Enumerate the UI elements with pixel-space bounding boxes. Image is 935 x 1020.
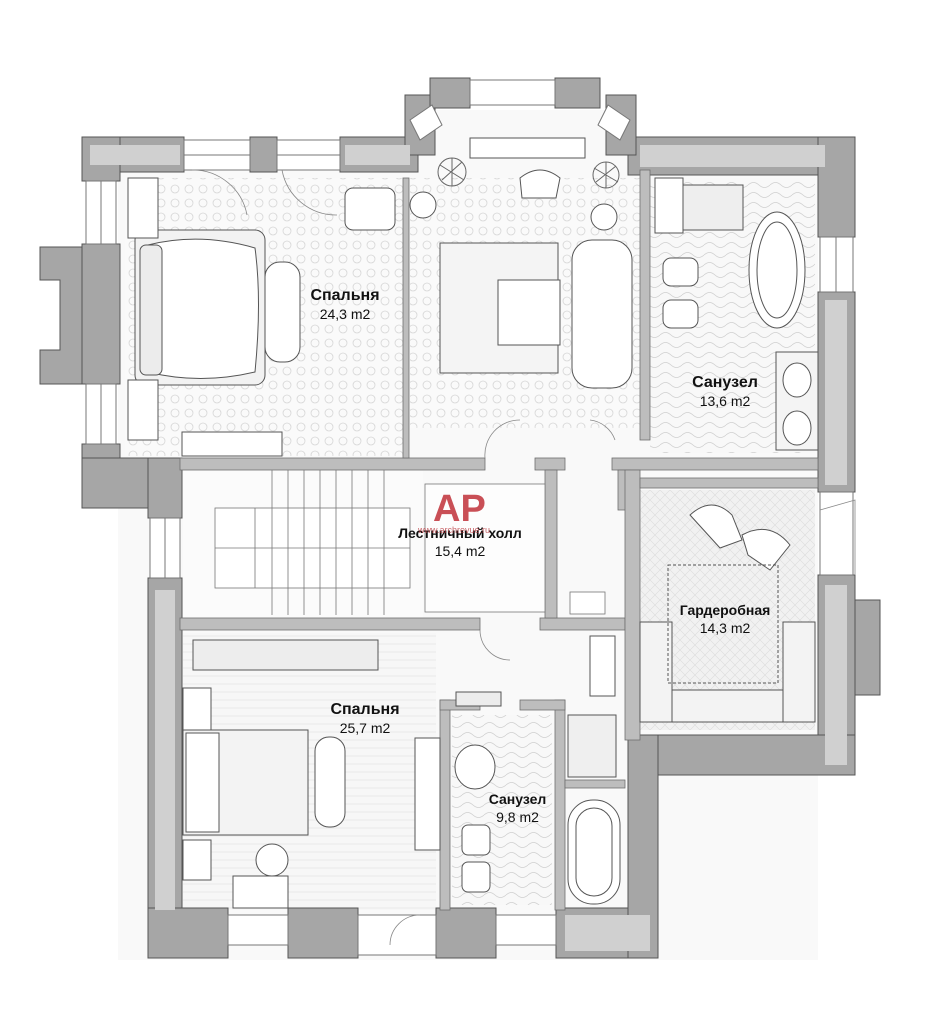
room-area: 25,7 m2	[339, 720, 391, 736]
plant-decor	[437, 157, 620, 189]
room-label-bathroom-1: Санузел 13,6 m2	[670, 373, 780, 411]
room-name: Санузел	[692, 374, 758, 391]
room-label-wardrobe: Гардеробная 14,3 m2	[660, 602, 790, 637]
room-name: Санузел	[488, 791, 547, 807]
room-area: 15,4 m2	[434, 542, 486, 559]
room-area: 14,3 m2	[699, 619, 751, 636]
room-name: Лестничный холл	[398, 525, 522, 541]
room-label-bathroom-2: Санузел 9,8 m2	[470, 791, 565, 826]
room-area: 13,6 m2	[699, 393, 751, 409]
room-name: Спальня	[330, 701, 400, 718]
windows	[85, 79, 854, 956]
room-label-bedroom-1: Спальня 24,3 m2	[290, 286, 400, 324]
ap-logo: AP	[433, 488, 486, 527]
wall-inner-tint	[90, 145, 847, 951]
living-furniture	[409, 137, 633, 389]
watermark-url: www.archrevue.ru	[418, 525, 491, 535]
bedroom-1-furniture	[127, 177, 396, 457]
room-area: 24,3 m2	[319, 306, 371, 322]
room-name: Спальня	[310, 287, 380, 304]
wardrobe-furniture	[639, 504, 816, 723]
bathroom-1-fixtures	[654, 177, 819, 451]
room-name: Гардеробная	[679, 602, 771, 618]
bathroom-2-fixtures	[454, 691, 621, 905]
room-area: 9,8 m2	[496, 808, 539, 825]
room-label-stair-hall: Лестничный холл 15,4 m2	[375, 525, 545, 560]
logo-text: AP	[433, 488, 486, 527]
bedroom-2-furniture	[182, 635, 616, 909]
room-label-bedroom-2: Спальня 25,7 m2	[305, 700, 425, 738]
stairs	[214, 470, 606, 615]
